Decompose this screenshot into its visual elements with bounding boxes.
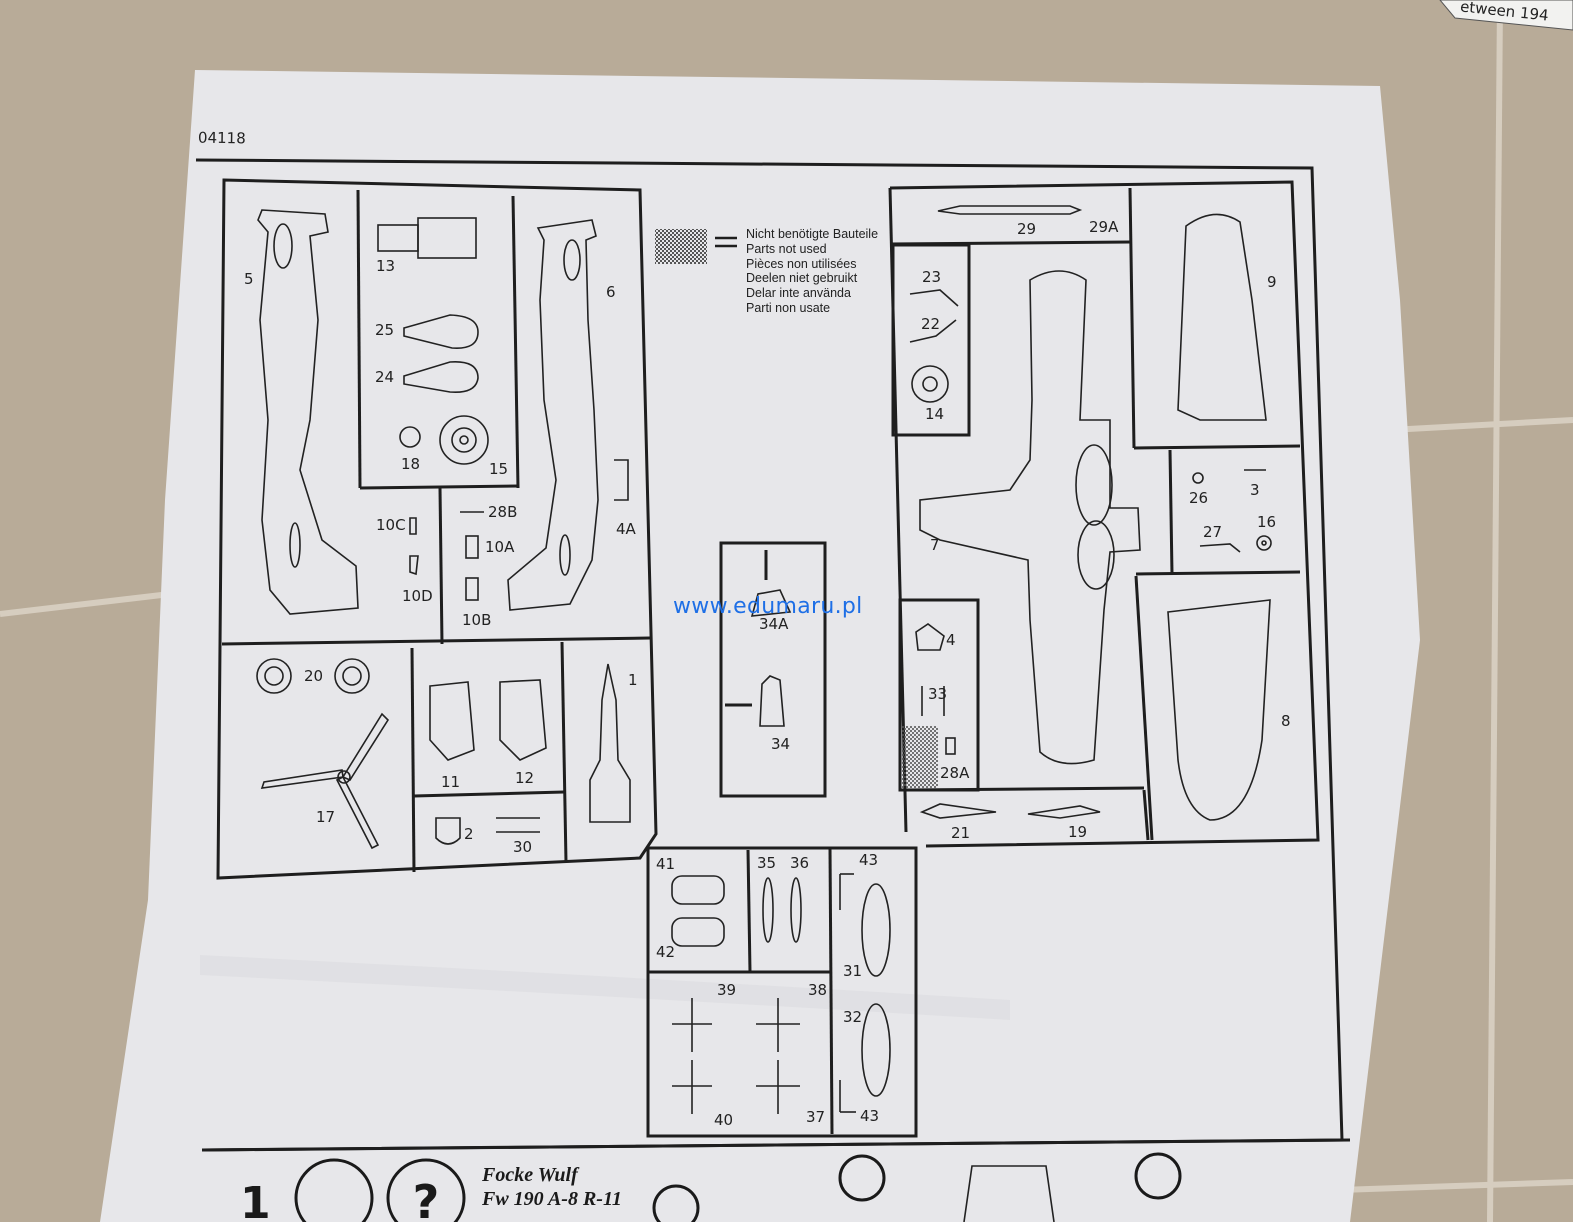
not-used-swatch: [655, 229, 707, 264]
part-number: 43: [860, 1107, 880, 1125]
part-number: 5: [244, 270, 254, 288]
part-number: 6: [606, 283, 616, 301]
part-number: 10C: [376, 516, 406, 534]
part-number: 24: [375, 368, 395, 386]
sprue-frames: [195, 158, 1351, 1152]
part-number: 26: [1189, 489, 1209, 507]
title-line: Focke Wulf: [482, 1164, 578, 1186]
part-number: 41: [656, 855, 676, 873]
part-number: 1: [628, 671, 638, 689]
paint-brush-icon: [1134, 1152, 1182, 1200]
part-number: 9: [1267, 273, 1277, 291]
legend-line: Nicht benötigte Bauteile: [746, 227, 879, 241]
legend-line: Parts not used: [746, 241, 827, 256]
part-number: 38: [808, 981, 828, 999]
part-number: 39: [717, 981, 737, 999]
part-number: 18: [401, 455, 421, 473]
packaging-corner: [1439, 0, 1573, 31]
part-number: 8: [1281, 712, 1291, 730]
model-title: Focke Wulf Fw 190 A-8 R-11: [482, 1163, 622, 1211]
part-number: 19: [1068, 823, 1088, 841]
tool-icon: [652, 1184, 700, 1222]
part-number: 21: [951, 824, 971, 842]
part-number: 37: [806, 1108, 826, 1126]
part-number: 20: [304, 667, 324, 685]
part-number: 2: [464, 825, 474, 843]
part-number: 28B: [488, 503, 518, 521]
part-number: 4A: [616, 520, 636, 538]
part-number: 13: [376, 257, 396, 275]
part-number: 3: [1250, 481, 1260, 499]
part-number: 43: [859, 851, 879, 869]
equals-sign: [715, 236, 737, 248]
part-number: 34: [771, 735, 791, 753]
part-drawings: [256, 205, 1272, 1222]
part-number: 27: [1203, 523, 1223, 541]
part-number: 31: [843, 962, 863, 980]
step-number: 1: [240, 1178, 271, 1229]
title-line: Fw 190 A-8 R-11: [482, 1188, 622, 1210]
part-number: 7: [930, 536, 940, 554]
part-number: 28A: [940, 764, 970, 782]
legend-line: Parti non usate: [746, 300, 831, 315]
part-number: 10B: [462, 611, 492, 629]
lamp-icon: [294, 1158, 374, 1222]
part-number: 33: [928, 685, 948, 703]
watermark: www.edumaru.pl: [673, 594, 863, 619]
part-number: 40: [714, 1111, 734, 1129]
question-mark: ?: [413, 1175, 440, 1222]
part-number: 12: [515, 769, 535, 787]
part-number: 34A: [759, 615, 789, 633]
part-number: 25: [375, 321, 395, 339]
legend-line: Pièces non utilisées: [746, 256, 857, 271]
part-number: 42: [656, 943, 676, 961]
part-number: 17: [316, 808, 336, 826]
question-icon: [386, 1158, 466, 1222]
paper-sheet: [100, 70, 1420, 1222]
part-number: 30: [513, 838, 533, 856]
part-number: 36: [790, 854, 810, 872]
part-number: 29: [1017, 220, 1037, 238]
not-used-legend: Nicht benötigte Bauteile Parts not used …: [746, 227, 878, 316]
part-number: 23: [922, 268, 942, 286]
part-number: 15: [489, 460, 509, 478]
part-number: 35: [757, 854, 777, 872]
part-number: 32: [843, 1008, 863, 1026]
part-number: 29A: [1089, 218, 1119, 236]
part-number: 10A: [485, 538, 515, 556]
document-number: 04118: [197, 128, 246, 148]
part-number: 4: [946, 631, 956, 649]
legend-line: Delar inte använda: [746, 286, 851, 301]
paint-brush-icon: [838, 1154, 886, 1202]
part-number: 10D: [402, 587, 433, 605]
part-number: 16: [1257, 513, 1277, 531]
legend-line: Deelen niet gebruikt: [746, 271, 858, 286]
part-number: 22: [921, 315, 941, 333]
part-number: 11: [441, 773, 461, 791]
part-number: 14: [925, 405, 945, 423]
